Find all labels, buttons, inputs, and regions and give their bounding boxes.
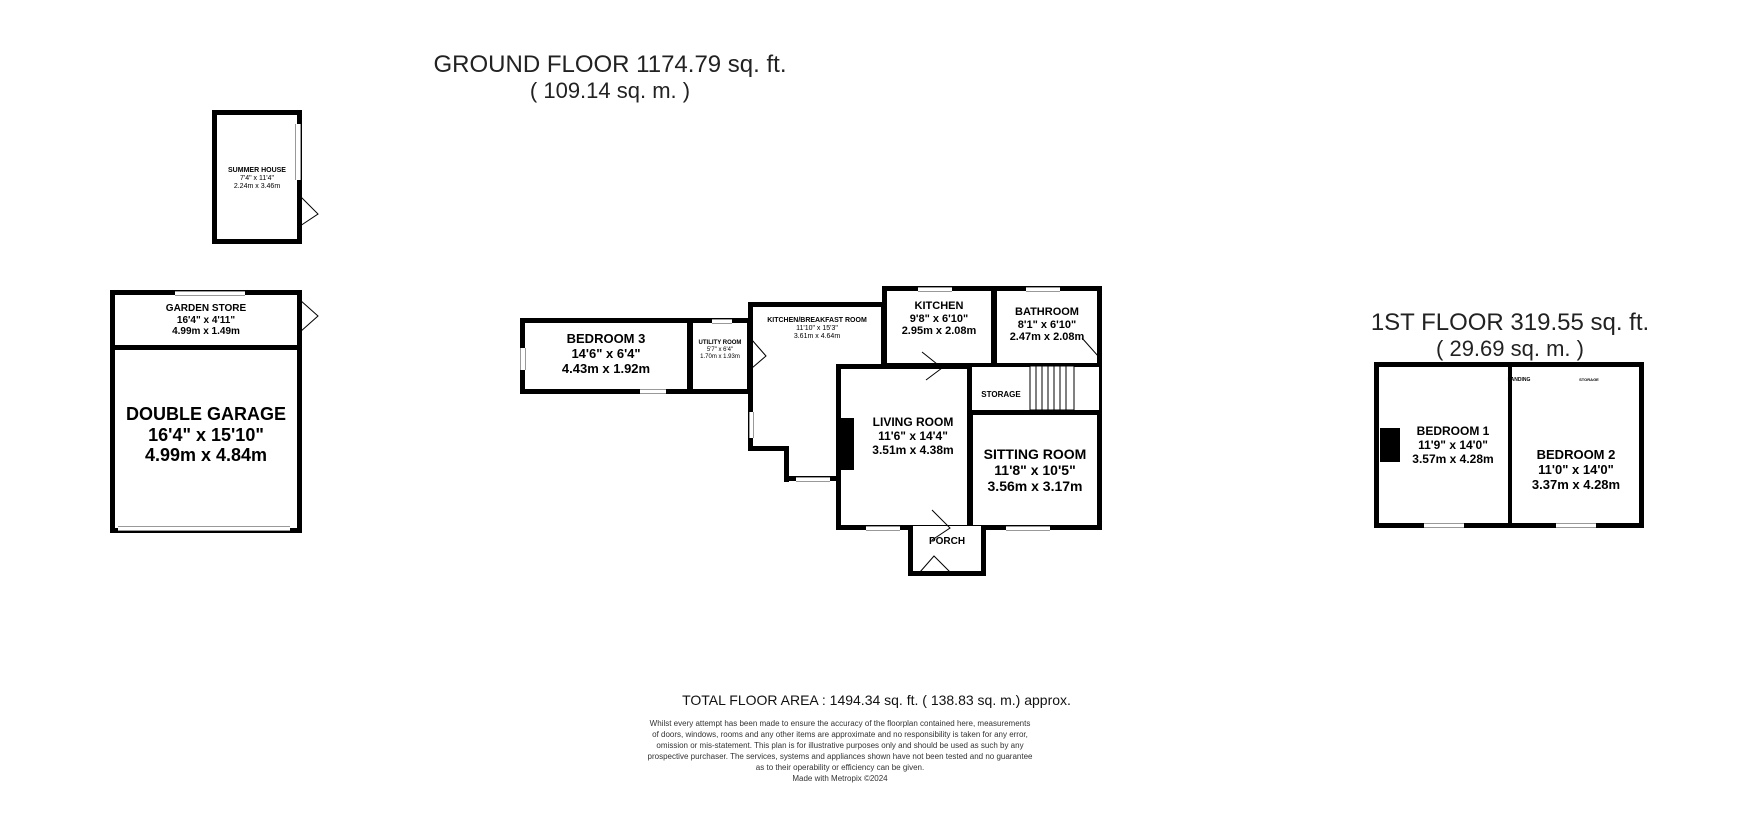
kb-bay-wall-2: [784, 446, 789, 482]
utility-window: [712, 319, 732, 324]
bathroom-window: [1026, 287, 1060, 292]
bathroom-label: BATHROOM 8'1" x 6'10" 2.47m x 2.08m: [1009, 306, 1085, 344]
kitchen-breakfast-label: KITCHEN/BREAKFAST ROOM 11'10" x 15'3" 3.…: [767, 317, 867, 341]
summer-house-window: [295, 124, 301, 180]
summer-house: [212, 110, 302, 244]
total-floor-area: TOTAL FLOOR AREA : 1494.34 sq. ft. ( 138…: [682, 692, 1071, 708]
storage-label: STORAGE: [981, 390, 1021, 399]
bathroom: [992, 286, 1102, 368]
utility-room-label: UTILITY ROOM 5'7" x 6'4" 1.70m x 1.93m: [698, 340, 742, 360]
disclaimer: Whilst every attempt has been made to en…: [647, 719, 1033, 783]
bedroom-3-window-south: [640, 389, 666, 394]
first-floor-area: 1ST FLOOR 319.55 sq. ft.: [1370, 309, 1650, 336]
garden-store-window: [175, 291, 245, 296]
kitchen-label: KITCHEN 9'8" x 6'10" 2.95m x 2.08m: [901, 300, 977, 338]
living-window-south: [866, 526, 900, 531]
ground-floor-area: GROUND FLOOR 1174.79 sq. ft.: [433, 51, 787, 78]
bedroom-1-fireplace: [1380, 428, 1400, 462]
bedroom-1-label: BEDROOM 1 11'9" x 14'0" 3.57m x 4.28m: [1412, 424, 1494, 466]
kitchen-window: [918, 287, 952, 292]
living-room-label: LIVING ROOM 11'6" x 14'4" 3.51m x 4.38m: [872, 415, 954, 457]
ground-floor-area-metric: ( 109.14 sq. m. ): [529, 78, 691, 103]
porch-label: PORCH: [928, 536, 966, 547]
kb-window-south: [796, 477, 830, 482]
garage-door: [118, 526, 290, 531]
summer-house-label: SUMMER HOUSE 7'4" x 11'4" 2.24m x 3.46m: [228, 167, 286, 191]
landing-label: LANDING: [1507, 377, 1531, 383]
bedroom-1-window: [1424, 523, 1464, 528]
storage-upper-label: STORAGE: [1579, 377, 1599, 382]
bedroom-3-label: BEDROOM 3 14'6" x 6'4" 4.43m x 1.92m: [561, 331, 651, 376]
bedroom-2-label: BEDROOM 2 11'0" x 14'0" 3.37m x 4.28m: [1531, 447, 1621, 492]
living-fireplace: [840, 418, 854, 470]
sitting-window-south: [1006, 526, 1050, 531]
first-floor-area-metric: ( 29.69 sq. m. ): [1436, 336, 1584, 361]
bedroom-3-window: [520, 348, 526, 370]
kb-window-west: [749, 412, 754, 438]
first-floor-title: 1ST FLOOR 319.55 sq. ft. ( 29.69 sq. m. …: [1340, 310, 1680, 362]
bedroom-2-window: [1556, 523, 1596, 528]
double-garage-label: DOUBLE GARAGE 16'4" x 15'10" 4.99m x 4.8…: [125, 404, 286, 466]
porch: [908, 526, 986, 576]
kb-bay-wall: [748, 446, 788, 451]
sitting-room-label: SITTING ROOM 11'8" x 10'5" 3.56m x 3.17m: [983, 446, 1087, 495]
ground-floor-title: GROUND FLOOR 1174.79 sq. ft. ( 109.14 sq…: [390, 52, 830, 104]
bedroom-divider: [1508, 362, 1512, 528]
double-garage: [110, 345, 302, 533]
garden-store-label: GARDEN STORE 16'4" x 4'11" 4.99m x 1.49m: [165, 303, 247, 337]
